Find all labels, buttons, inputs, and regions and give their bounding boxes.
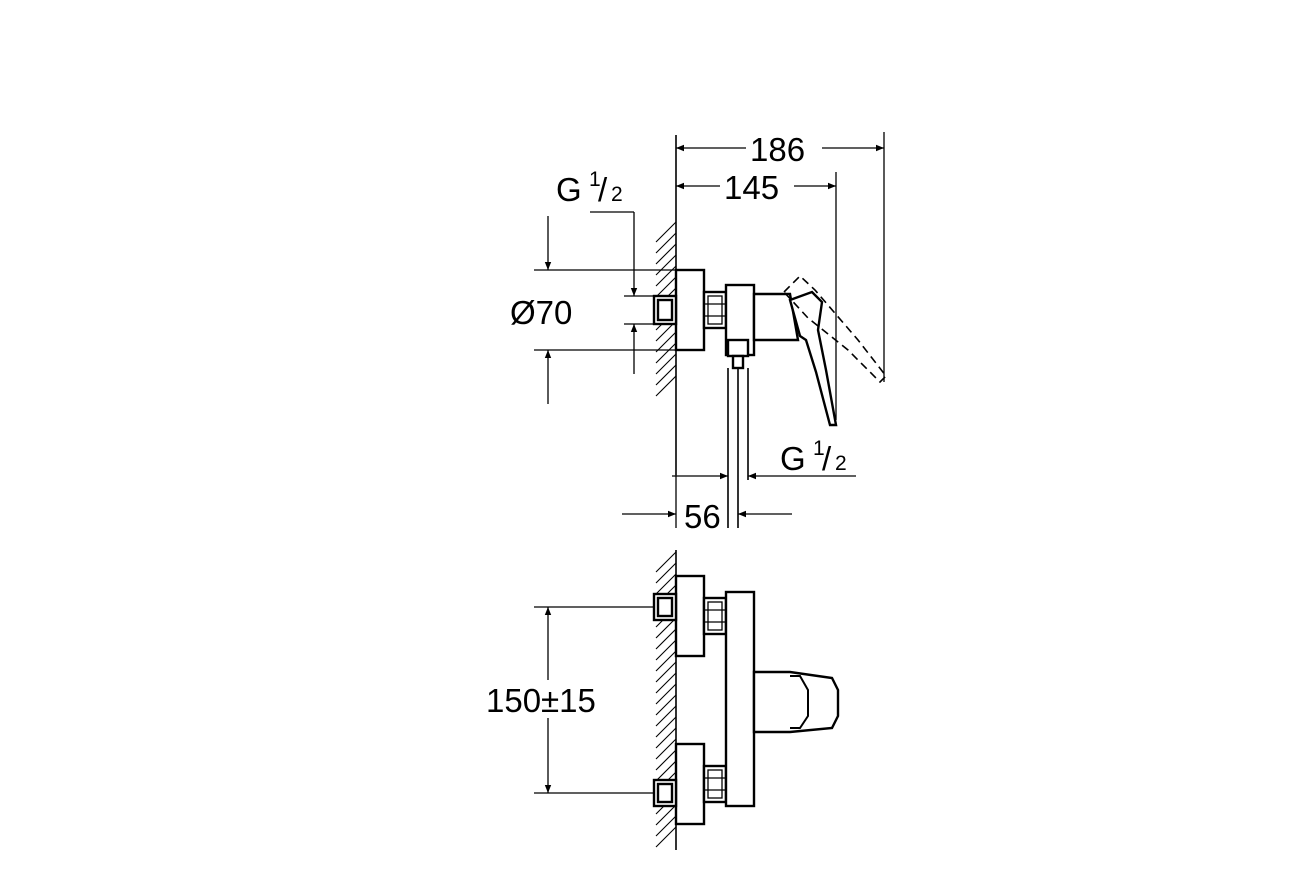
wall-hatch-line (655, 232, 677, 254)
lever-front (752, 670, 840, 734)
escutcheon-side (674, 268, 706, 352)
front-view: 150±15 (486, 550, 840, 850)
dim-150: 150±15 (486, 606, 654, 794)
wall-hatch-line (655, 243, 677, 265)
side-view: 186 145 G 1 / 2 Ø70 (510, 131, 888, 535)
wall-hatch-line (655, 342, 677, 364)
wall-hatch-line (655, 650, 677, 672)
dim-diameter: Ø70 (510, 216, 676, 404)
dim-56: 56 (622, 475, 792, 535)
wall-hatch-line (655, 617, 677, 639)
thread-inlet-num: 1 (589, 168, 601, 191)
wall-hatch-line (655, 265, 677, 287)
wall-hatch-line (655, 705, 677, 727)
dim-thread-outlet: G 1 / 2 (672, 437, 856, 480)
wall-hatch-line (655, 573, 677, 595)
inlet-upper-front (652, 574, 728, 658)
wall-hatch-line (655, 815, 677, 837)
thread-inlet-den: 2 (611, 183, 623, 206)
outlet-pipe-side (727, 368, 749, 528)
wall-hatch-line (655, 738, 677, 760)
wall-hatch-line (655, 364, 677, 386)
dim-186: 186 (676, 131, 885, 382)
wall-hatch-line (655, 661, 677, 683)
inlet-lower-front (652, 742, 728, 826)
mixer-body-front (724, 590, 756, 808)
wall-hatch-line (655, 760, 677, 782)
lever-open-position (782, 274, 888, 384)
wall-hatch-line (655, 749, 677, 771)
wall-hatch-line (655, 716, 677, 738)
wall-hatch-line (655, 804, 677, 826)
thread-outlet-num: 1 (813, 437, 825, 460)
dim-56-label: 56 (684, 498, 721, 535)
svg-text:/: / (822, 440, 832, 477)
wall-hatch-line (655, 353, 677, 375)
dim-150-label: 150±15 (486, 682, 596, 719)
wall-hatch-line (655, 628, 677, 650)
thread-inlet-letter: G (556, 171, 582, 208)
wall-hatch-line (655, 551, 677, 573)
wall-hatch-line (655, 375, 677, 397)
wall-hatch-line (655, 727, 677, 749)
wall-hatch-line (655, 276, 677, 298)
dim-145: 145 (676, 169, 837, 420)
dim-thread-inlet: G 1 / 2 (556, 168, 654, 374)
wall-hatch-line (655, 331, 677, 353)
wall-hatch-line (655, 562, 677, 584)
mixer-body-side (724, 283, 800, 370)
wall-hatch-line (655, 694, 677, 716)
wall-hatch-line (655, 826, 677, 848)
thread-outlet-letter: G (780, 440, 806, 477)
dim-186-label: 186 (750, 131, 805, 168)
wall-hatch-line (655, 221, 677, 243)
connector-nut-side (702, 290, 728, 330)
dim-diameter-label: Ø70 (510, 294, 572, 331)
thread-outlet-den: 2 (835, 452, 847, 475)
svg-text:/: / (598, 171, 608, 208)
dim-145-label: 145 (724, 169, 779, 206)
wall-hatch-line (655, 254, 677, 276)
wall-hatch-line (655, 683, 677, 705)
lever-side (788, 290, 838, 427)
wall-hatch-line (655, 672, 677, 694)
wall-hatch-line (655, 639, 677, 661)
